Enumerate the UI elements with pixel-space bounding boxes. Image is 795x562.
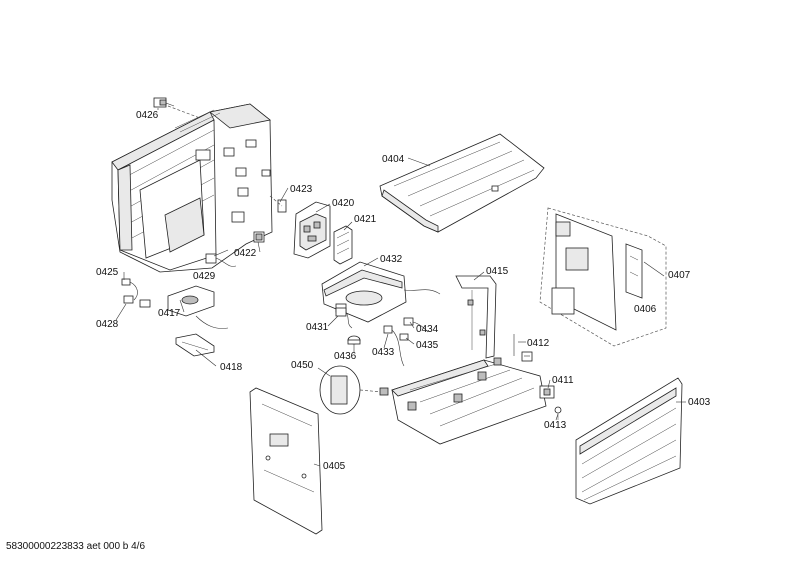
part-label-0435: 0435	[416, 340, 439, 351]
oven-base-tray	[391, 357, 547, 445]
part-label-0422: 0422	[234, 248, 257, 259]
part-0417-unit	[167, 285, 229, 329]
part-label-0411: 0411	[552, 375, 574, 386]
part-label-0436: 0436	[334, 351, 357, 362]
part-0435-plug	[399, 333, 409, 341]
oven-frame-assembly	[111, 103, 273, 273]
part-0405-side-panel	[249, 387, 323, 535]
part-0433-cable	[383, 325, 405, 367]
part-0420-control-board	[293, 201, 331, 259]
part-label-0412: 0412	[527, 338, 550, 349]
part-0403-side-panel	[575, 377, 683, 505]
part-0432-fan-housing	[321, 261, 441, 323]
part-label-0405: 0405	[323, 461, 346, 472]
part-0407-back-panel	[539, 207, 667, 347]
part-0428-sensor	[123, 295, 151, 308]
part-label-0406: 0406	[634, 304, 657, 315]
part-label-0450: 0450	[291, 360, 314, 371]
part-label-0428: 0428	[96, 319, 119, 330]
leader-lines	[115, 108, 686, 467]
part-label-0432: 0432	[380, 254, 403, 265]
part-0436-cap	[347, 335, 361, 345]
part-label-0420: 0420	[332, 198, 355, 209]
part-0450-detail	[319, 365, 389, 415]
part-label-0407: 0407	[668, 270, 691, 281]
part-0406-filter	[625, 243, 643, 299]
part-0415-side-rail	[455, 275, 497, 359]
part-0422-connector	[253, 231, 265, 243]
part-label-0425: 0425	[96, 267, 119, 278]
part-0434-plug	[403, 317, 429, 333]
part-0404-top-cover	[379, 133, 545, 233]
part-label-0413: 0413	[544, 420, 567, 431]
part-0423-clip	[269, 195, 287, 213]
part-labels: 0426 0423 0420 0421 0404 0432 0415 0407 0406 0425…	[96, 110, 711, 472]
part-0411-bracket	[539, 385, 555, 399]
part-label-0415: 0415	[486, 266, 509, 277]
part-0426-connector	[153, 97, 201, 119]
part-label-0421: 0421	[354, 214, 377, 225]
part-0431-connector	[335, 307, 353, 329]
part-label-0431: 0431	[306, 322, 329, 333]
part-label-0433: 0433	[372, 347, 395, 358]
part-label-0418: 0418	[220, 362, 243, 373]
part-0412-sensor	[513, 334, 533, 362]
part-0425-cable	[121, 278, 138, 301]
part-label-0429: 0429	[193, 271, 216, 282]
part-0421-module	[333, 225, 353, 265]
part-0413-screw	[554, 406, 562, 420]
part-0429-clip	[205, 253, 237, 267]
part-label-0423: 0423	[290, 184, 313, 195]
part-label-0434: 0434	[416, 324, 439, 335]
part-label-0404: 0404	[382, 154, 405, 165]
document-id: 58300000223833 aet 000 b 4/6	[6, 541, 146, 552]
part-label-0417: 0417	[158, 308, 181, 319]
part-label-0426: 0426	[136, 110, 159, 121]
part-label-0403: 0403	[688, 397, 711, 408]
part-0418-bracket	[175, 333, 215, 357]
